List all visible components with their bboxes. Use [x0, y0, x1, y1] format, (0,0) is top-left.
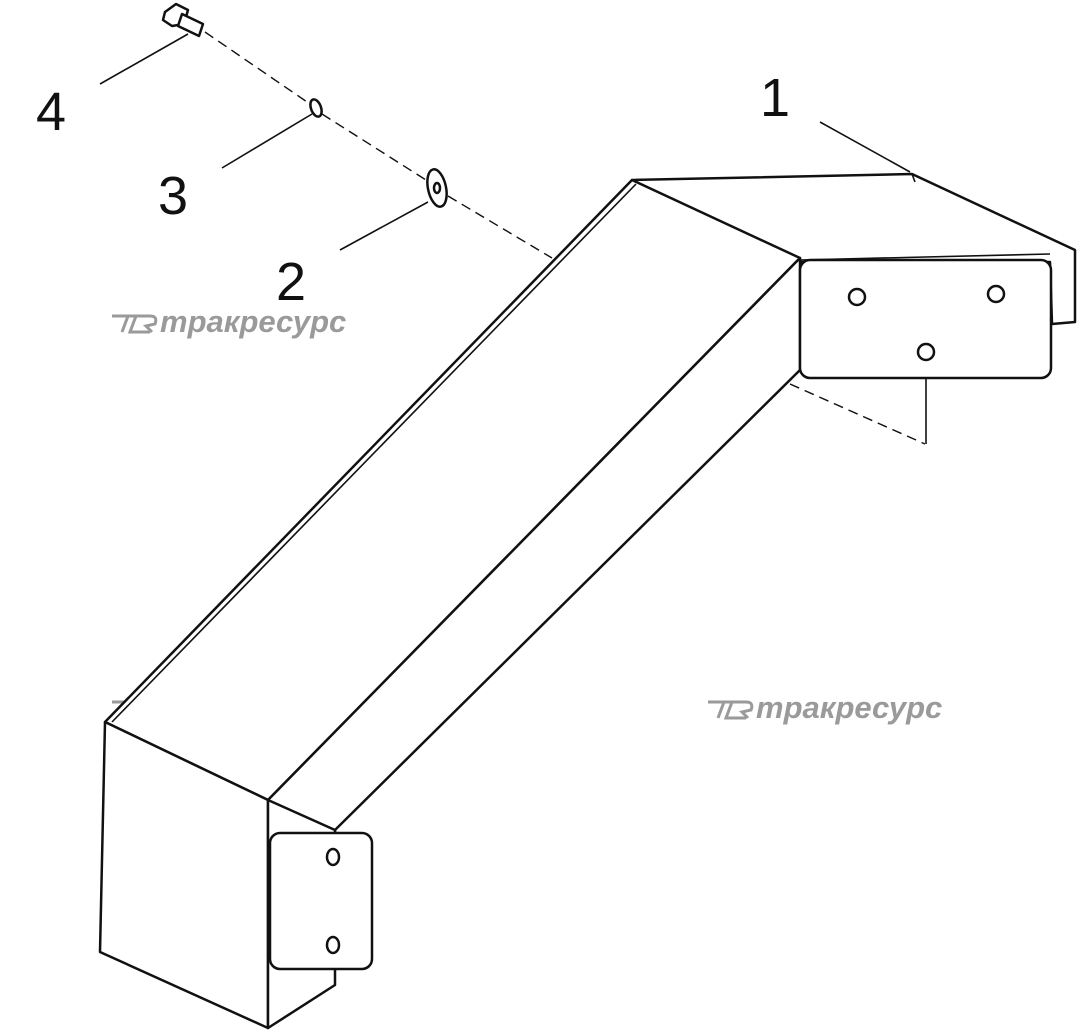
washer-hole	[432, 181, 442, 195]
callout-number-3: 3	[158, 166, 188, 226]
bolt-shank	[176, 12, 205, 38]
mounting-hole	[325, 847, 341, 867]
watermark-bottom-right: тракресурс	[708, 690, 942, 725]
bolt-part-4	[161, 2, 205, 38]
watermark-logo	[708, 700, 754, 720]
assembly-axis-line	[204, 31, 553, 259]
watermark-logo	[112, 314, 158, 334]
washer-part-2	[426, 168, 448, 208]
bracket-part-1	[98, 172, 1077, 1030]
watermark-text: тракресурс	[756, 690, 942, 725]
leader-line-2	[339, 201, 429, 251]
mounting-hole	[847, 287, 867, 307]
lock-washer-part-3	[309, 98, 323, 118]
left-mounting-plate	[268, 831, 374, 971]
callout-number-1: 1	[760, 68, 790, 128]
mounting-hole	[916, 342, 936, 362]
bracket-edge	[111, 183, 637, 723]
watermark-top-left: тракресурс	[112, 304, 346, 339]
assembly-axis-line	[789, 383, 926, 445]
mounting-hole	[325, 935, 341, 955]
leader-line-1	[819, 121, 911, 173]
mounting-hole	[986, 284, 1006, 304]
leader-line-3	[221, 113, 313, 169]
watermark-text: тракресурс	[160, 304, 346, 339]
callout-number-4: 4	[36, 82, 66, 142]
leader-line-4	[99, 33, 189, 85]
callout-number-2: 2	[276, 252, 306, 312]
lock-washer	[309, 98, 323, 118]
